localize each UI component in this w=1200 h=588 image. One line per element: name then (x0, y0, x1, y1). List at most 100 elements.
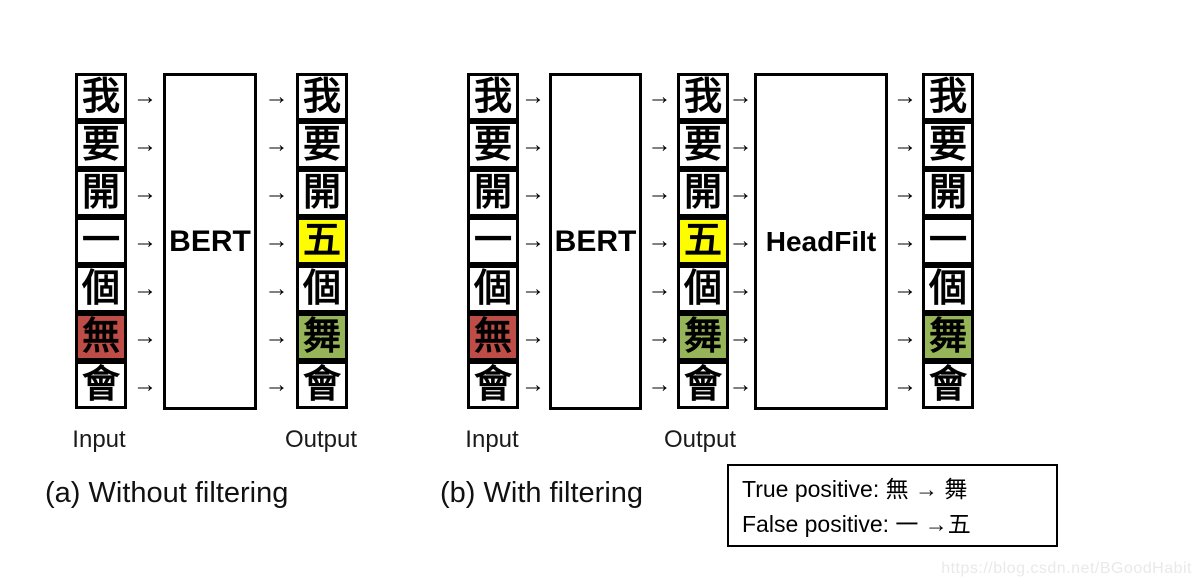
arrow-icon: → (521, 323, 545, 350)
char-box-plain: 會 (467, 361, 519, 409)
char-box-plain: 個 (75, 265, 127, 313)
panel-a-bert-to-output-arrows: → → → → → → → (257, 73, 296, 409)
legend-false-positive: False positive: 一 →五 (742, 511, 971, 537)
arrow-icon: → (647, 83, 672, 110)
char-box-plain: 要 (75, 121, 127, 169)
char-box-red: 無 (467, 313, 519, 361)
headfilt-label: HeadFilt (765, 225, 877, 257)
legend-true-positive: True positive: 無 → 舞 (742, 476, 968, 502)
arrow-icon: → (728, 275, 753, 302)
arrow-icon: → (521, 371, 545, 398)
char-box-green: 舞 (296, 313, 348, 361)
arrow-icon: → (521, 275, 545, 302)
arrow-icon: → (133, 131, 157, 158)
arrow-icon: → (647, 275, 672, 302)
arrow-icon: → (893, 227, 917, 254)
char-box-plain: 要 (467, 121, 519, 169)
arrow-icon: → (647, 227, 672, 254)
char-box-green: 舞 (922, 313, 974, 361)
char-box-plain: 要 (922, 121, 974, 169)
char-box-plain: 個 (467, 265, 519, 313)
arrow-icon: → (728, 83, 753, 110)
legend-box: True positive: 無 → 舞 False positive: 一 →… (727, 464, 1058, 547)
panel-a-output-column: 我要開五個舞會 (296, 73, 348, 409)
arrow-icon: → (264, 371, 289, 398)
arrow-icon: → (264, 83, 289, 110)
arrow-icon: → (521, 131, 545, 158)
char-box-plain: 個 (296, 265, 348, 313)
arrow-icon: → (647, 131, 672, 158)
char-box-plain: 我 (467, 73, 519, 121)
bert-label: BERT (169, 224, 251, 258)
panel-b-output-to-headfilt-arrows: →→→→→→→ (727, 73, 754, 409)
panel-b-bert-box: BERT (549, 73, 642, 410)
bert-label: BERT (554, 224, 637, 258)
char-box-plain: 開 (922, 169, 974, 217)
arrow-icon: → (728, 131, 753, 158)
char-box-yellow: 五 (677, 217, 729, 265)
panel-b-caption: (b) With filtering (440, 477, 644, 509)
arrow-icon: → (264, 323, 289, 350)
watermark-url: https://blog.csdn.net/BGoodHabit (941, 560, 1192, 577)
arrow-icon: → (893, 275, 917, 302)
panel-a-caption: (a) Without filtering (45, 477, 289, 509)
arrow-icon: → (133, 323, 157, 350)
char-box-plain: 一 (922, 217, 974, 265)
char-box-red: 無 (75, 313, 127, 361)
char-box-plain: 會 (922, 361, 974, 409)
arrow-icon: → (133, 179, 157, 206)
char-box-plain: 我 (75, 73, 127, 121)
arrow-icon: → (893, 179, 917, 206)
char-box-plain: 一 (75, 217, 127, 265)
char-box-plain: 一 (467, 217, 519, 265)
panel-b-input-column: 我要開一個無會 (467, 73, 519, 409)
char-box-plain: 會 (75, 361, 127, 409)
char-box-plain: 我 (922, 73, 974, 121)
panel-a-output-label: Output (284, 426, 358, 453)
arrow-icon: → (893, 83, 917, 110)
char-box-plain: 會 (677, 361, 729, 409)
arrow-icon: → (264, 179, 289, 206)
arrow-icon: → (264, 275, 289, 302)
arrow-icon: → (893, 323, 917, 350)
panel-a-bert-box: BERT (163, 73, 257, 410)
panel-b-bert-output-column: 我要開五個舞會 (677, 73, 729, 409)
arrow-icon: → (521, 179, 545, 206)
arrow-icon: → (647, 323, 672, 350)
char-box-yellow: 五 (296, 217, 348, 265)
char-box-plain: 個 (922, 265, 974, 313)
arrow-icon: → (133, 275, 157, 302)
arrow-icon: → (647, 179, 672, 206)
char-box-plain: 我 (677, 73, 729, 121)
panel-b-final-output-column: 我要開一個舞會 (922, 73, 974, 409)
arrow-icon: → (133, 227, 157, 254)
char-box-plain: 開 (75, 169, 127, 217)
panel-b-headfilt-box: HeadFilt (754, 73, 888, 410)
arrow-icon: → (133, 371, 157, 398)
char-box-plain: 會 (296, 361, 348, 409)
arrow-icon: → (893, 371, 917, 398)
panel-b-headfilt-to-final-arrows: →→→→→→→ (888, 73, 922, 409)
arrow-icon: → (264, 227, 289, 254)
panel-b-output-label: Output (663, 426, 737, 453)
char-box-plain: 我 (296, 73, 348, 121)
arrow-icon: → (521, 227, 545, 254)
arrow-icon: → (728, 227, 753, 254)
char-box-plain: 開 (296, 169, 348, 217)
char-box-plain: 要 (677, 121, 729, 169)
arrow-icon: → (647, 371, 672, 398)
char-box-plain: 開 (467, 169, 519, 217)
char-box-plain: 要 (296, 121, 348, 169)
panel-a-input-to-bert-arrows: → → → → → → → (127, 73, 163, 409)
arrow-icon: → (728, 371, 753, 398)
panel-b-input-label: Input (465, 426, 519, 453)
arrow-icon: → (264, 131, 289, 158)
panel-a-input-column: 我要開一個無會 (75, 73, 127, 409)
panel-a-input-label: Input (72, 426, 126, 453)
panel-b-bert-to-output-arrows: → → → → → → → (642, 73, 677, 409)
char-box-plain: 開 (677, 169, 729, 217)
char-box-green: 舞 (677, 313, 729, 361)
panel-b-input-to-bert-arrows: →→→→→→→ (517, 73, 549, 409)
arrow-icon: → (133, 83, 157, 110)
